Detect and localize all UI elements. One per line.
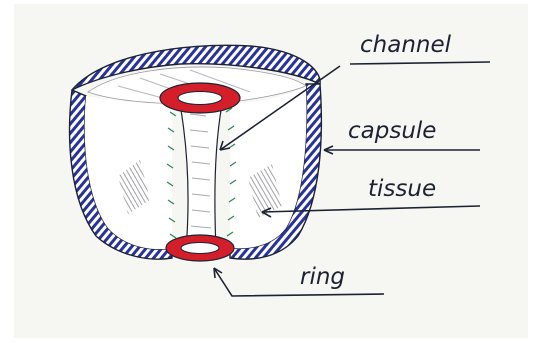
capsule-label: capsule <box>348 118 436 144</box>
tissue-label: tissue <box>368 176 436 202</box>
bottom-ring <box>166 235 234 261</box>
ring-label: ring <box>300 264 345 290</box>
top-ring <box>160 83 240 113</box>
channel-label: channel <box>360 32 452 58</box>
